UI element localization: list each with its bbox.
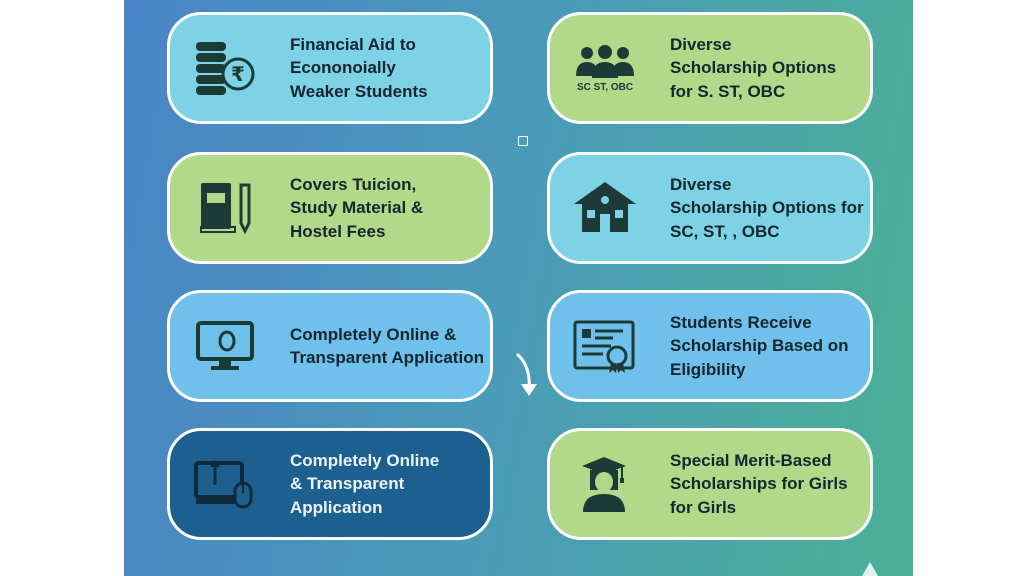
card-text-line: Diverse (670, 34, 732, 54)
card-text-line: Scholarships for Girls (670, 474, 848, 494)
triangle-decoration (862, 562, 878, 576)
card-text-line: for S. ST, OBC (670, 81, 786, 101)
card-text-line: Scholarship Options (670, 58, 837, 78)
card-text-line: Scholarship Based on (670, 336, 849, 356)
card-text-line: Completely Online & (290, 324, 457, 344)
card-text-line: Scholarship Options for (670, 198, 864, 218)
card-text-line: Eligibility (670, 359, 746, 379)
book-pencil-icon (190, 176, 260, 240)
card-text-line: Diverse (670, 174, 732, 194)
card-text-line: Econonoially (290, 58, 396, 78)
card-text-line: & Transparent (290, 474, 405, 494)
certificate-icon (570, 314, 640, 378)
down-arrow-icon (514, 352, 540, 403)
icon-label: SC ST, OBC (576, 81, 634, 93)
card-text-line: Students Receive (670, 312, 812, 332)
school-building-icon (570, 176, 640, 240)
graduate-girl-icon (570, 452, 640, 516)
card-covers-fees: Covers Tuicion, Study Material & Hostel Fe… (167, 152, 493, 264)
computer-mouse-icon (190, 452, 260, 516)
card-online-application: Completely Online & Transparent Applicati… (167, 290, 493, 402)
card-text-line: Transparent Application (290, 348, 484, 367)
card-text-line: SC, ST, , OBC (670, 221, 780, 241)
computer-monitor-icon (190, 314, 260, 378)
rupee-coins-icon: ₹ (190, 36, 260, 100)
card-text-line: Financial Aid to (290, 34, 416, 54)
small-square-decoration (518, 136, 528, 146)
card-text-line: Weaker Students (290, 81, 428, 101)
card-text-line: Application (290, 497, 383, 517)
svg-text:₹: ₹ (231, 62, 245, 86)
card-text-line: Study Material & (290, 198, 424, 218)
card-text-line: Special Merit-Based (670, 450, 832, 470)
card-text-line: for Girls (670, 497, 737, 517)
card-text-line: Covers Tuicion, (290, 174, 417, 194)
card-text-line: Completely Online (290, 450, 440, 470)
people-group-icon: SC ST, OBC (570, 36, 640, 100)
card-text-line: Hostel Fees (290, 221, 386, 241)
